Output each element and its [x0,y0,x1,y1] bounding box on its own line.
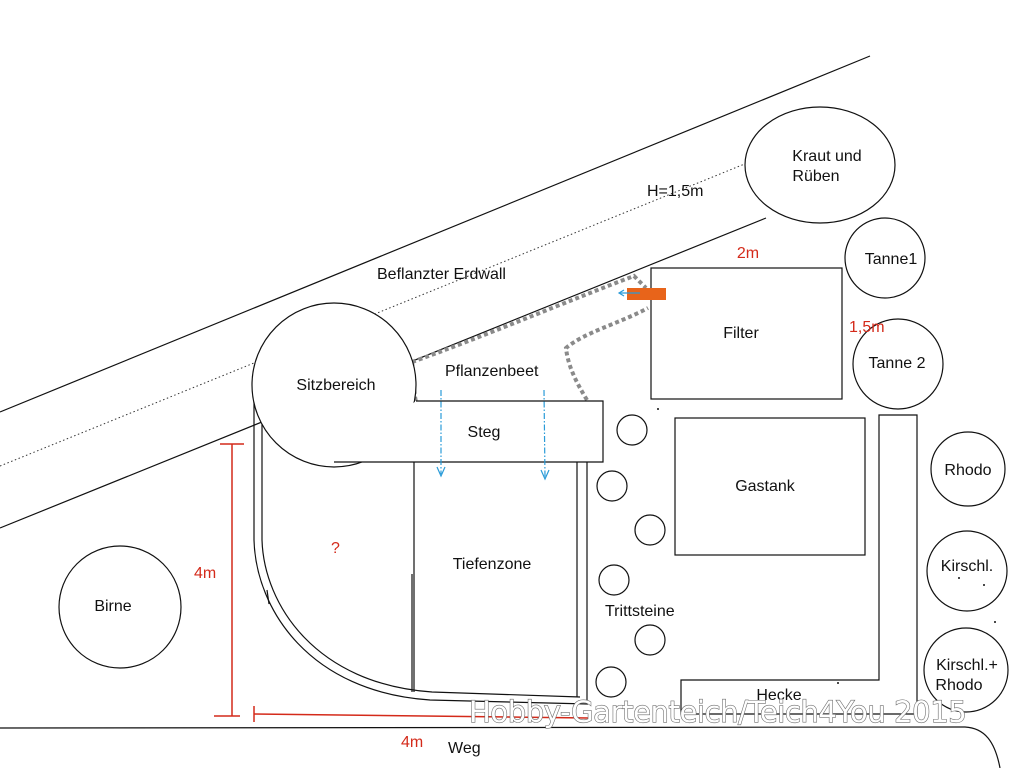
rhodo-shrub [930,431,1006,507]
vertical-dimension [214,443,244,717]
tanne2-label: Tanne 2 [869,355,926,372]
jetty-label: Steg [468,424,501,441]
kraut-label-line1: Kraut und [792,148,861,165]
vertical-dimension-label: 4m [194,565,216,582]
kirschl-rhodo-shrub [923,627,1009,713]
kraut-und-rueben-bed [744,106,896,224]
filter-height-label: 1,5m [849,319,885,336]
stepping-stones-label: Trittsteine [605,603,675,620]
kirschl-rhodo-dot [994,621,996,623]
horizontal-dimension-label: 4m [401,734,423,751]
pump-icon [627,288,666,300]
hedge-marker-dot [837,682,839,684]
filter-width-label: 2m [737,245,759,262]
kraut-label-line2: Rüben [792,168,839,185]
kirschl-shrub [926,530,1008,612]
pond-edge-mark [266,589,270,605]
stepping-stone [595,666,627,698]
kirschl-dot [983,584,985,586]
deep-zone-label: Tiefenzone [453,556,532,573]
filter-box [650,267,843,400]
kirschl-rhodo-label-line1: Kirschl.+ [936,657,998,674]
kirschl-rhodo-label-line2: Rhodo [935,677,982,694]
stepping-stones [595,414,666,698]
stepping-stone [616,414,648,446]
tanne1-label: Tanne1 [865,251,918,268]
pond-outline [253,400,589,705]
hedge-label: Hecke [756,687,801,704]
pond-inner-edge [261,400,581,698]
inflow-arrow-icon [617,289,640,297]
gas-tank-label: Gastank [735,478,796,495]
path-label: Weg [448,740,481,757]
flow-arrow-left-icon [436,390,446,478]
plant-bed-label: Pflanzenbeet [445,363,539,380]
pear-tree-label: Birne [94,598,131,615]
path-edge [0,726,1001,769]
pear-tree [58,545,182,669]
flow-arrow-right-icon [540,389,550,481]
seating-area [251,302,417,468]
watermark: Hobby-Gartenteich/Teich4You 2015 [469,695,966,729]
stepping-stone [634,624,666,656]
hose-to-filter [411,273,648,364]
pond-outer-edge [253,400,589,705]
gas-tank [674,417,866,556]
filter-marker-dot [657,408,659,410]
horizontal-dimension [253,706,589,722]
stepping-stone [596,470,628,502]
tanne1-tree [844,217,926,299]
jetty [334,400,604,463]
rhodo-label: Rhodo [944,462,991,479]
seating-area-label: Sitzbereich [296,377,375,394]
stepping-stone [598,564,630,596]
hedge [680,414,918,715]
embankment-upper-edge [0,55,871,413]
tanne2-tree [852,318,944,410]
hose-return [563,306,649,402]
kirschl-label: Kirschl. [941,558,993,575]
unknown-area-label: ? [331,540,340,557]
stepping-stone [634,514,666,546]
height-label: H=1,5m [647,183,703,200]
embankment-ridge-line [0,130,827,467]
filter-label: Filter [723,325,759,342]
kirschl-dot [958,577,960,579]
embankment-label: Beflanzter Erdwall [377,266,506,283]
deep-zone [413,462,588,704]
